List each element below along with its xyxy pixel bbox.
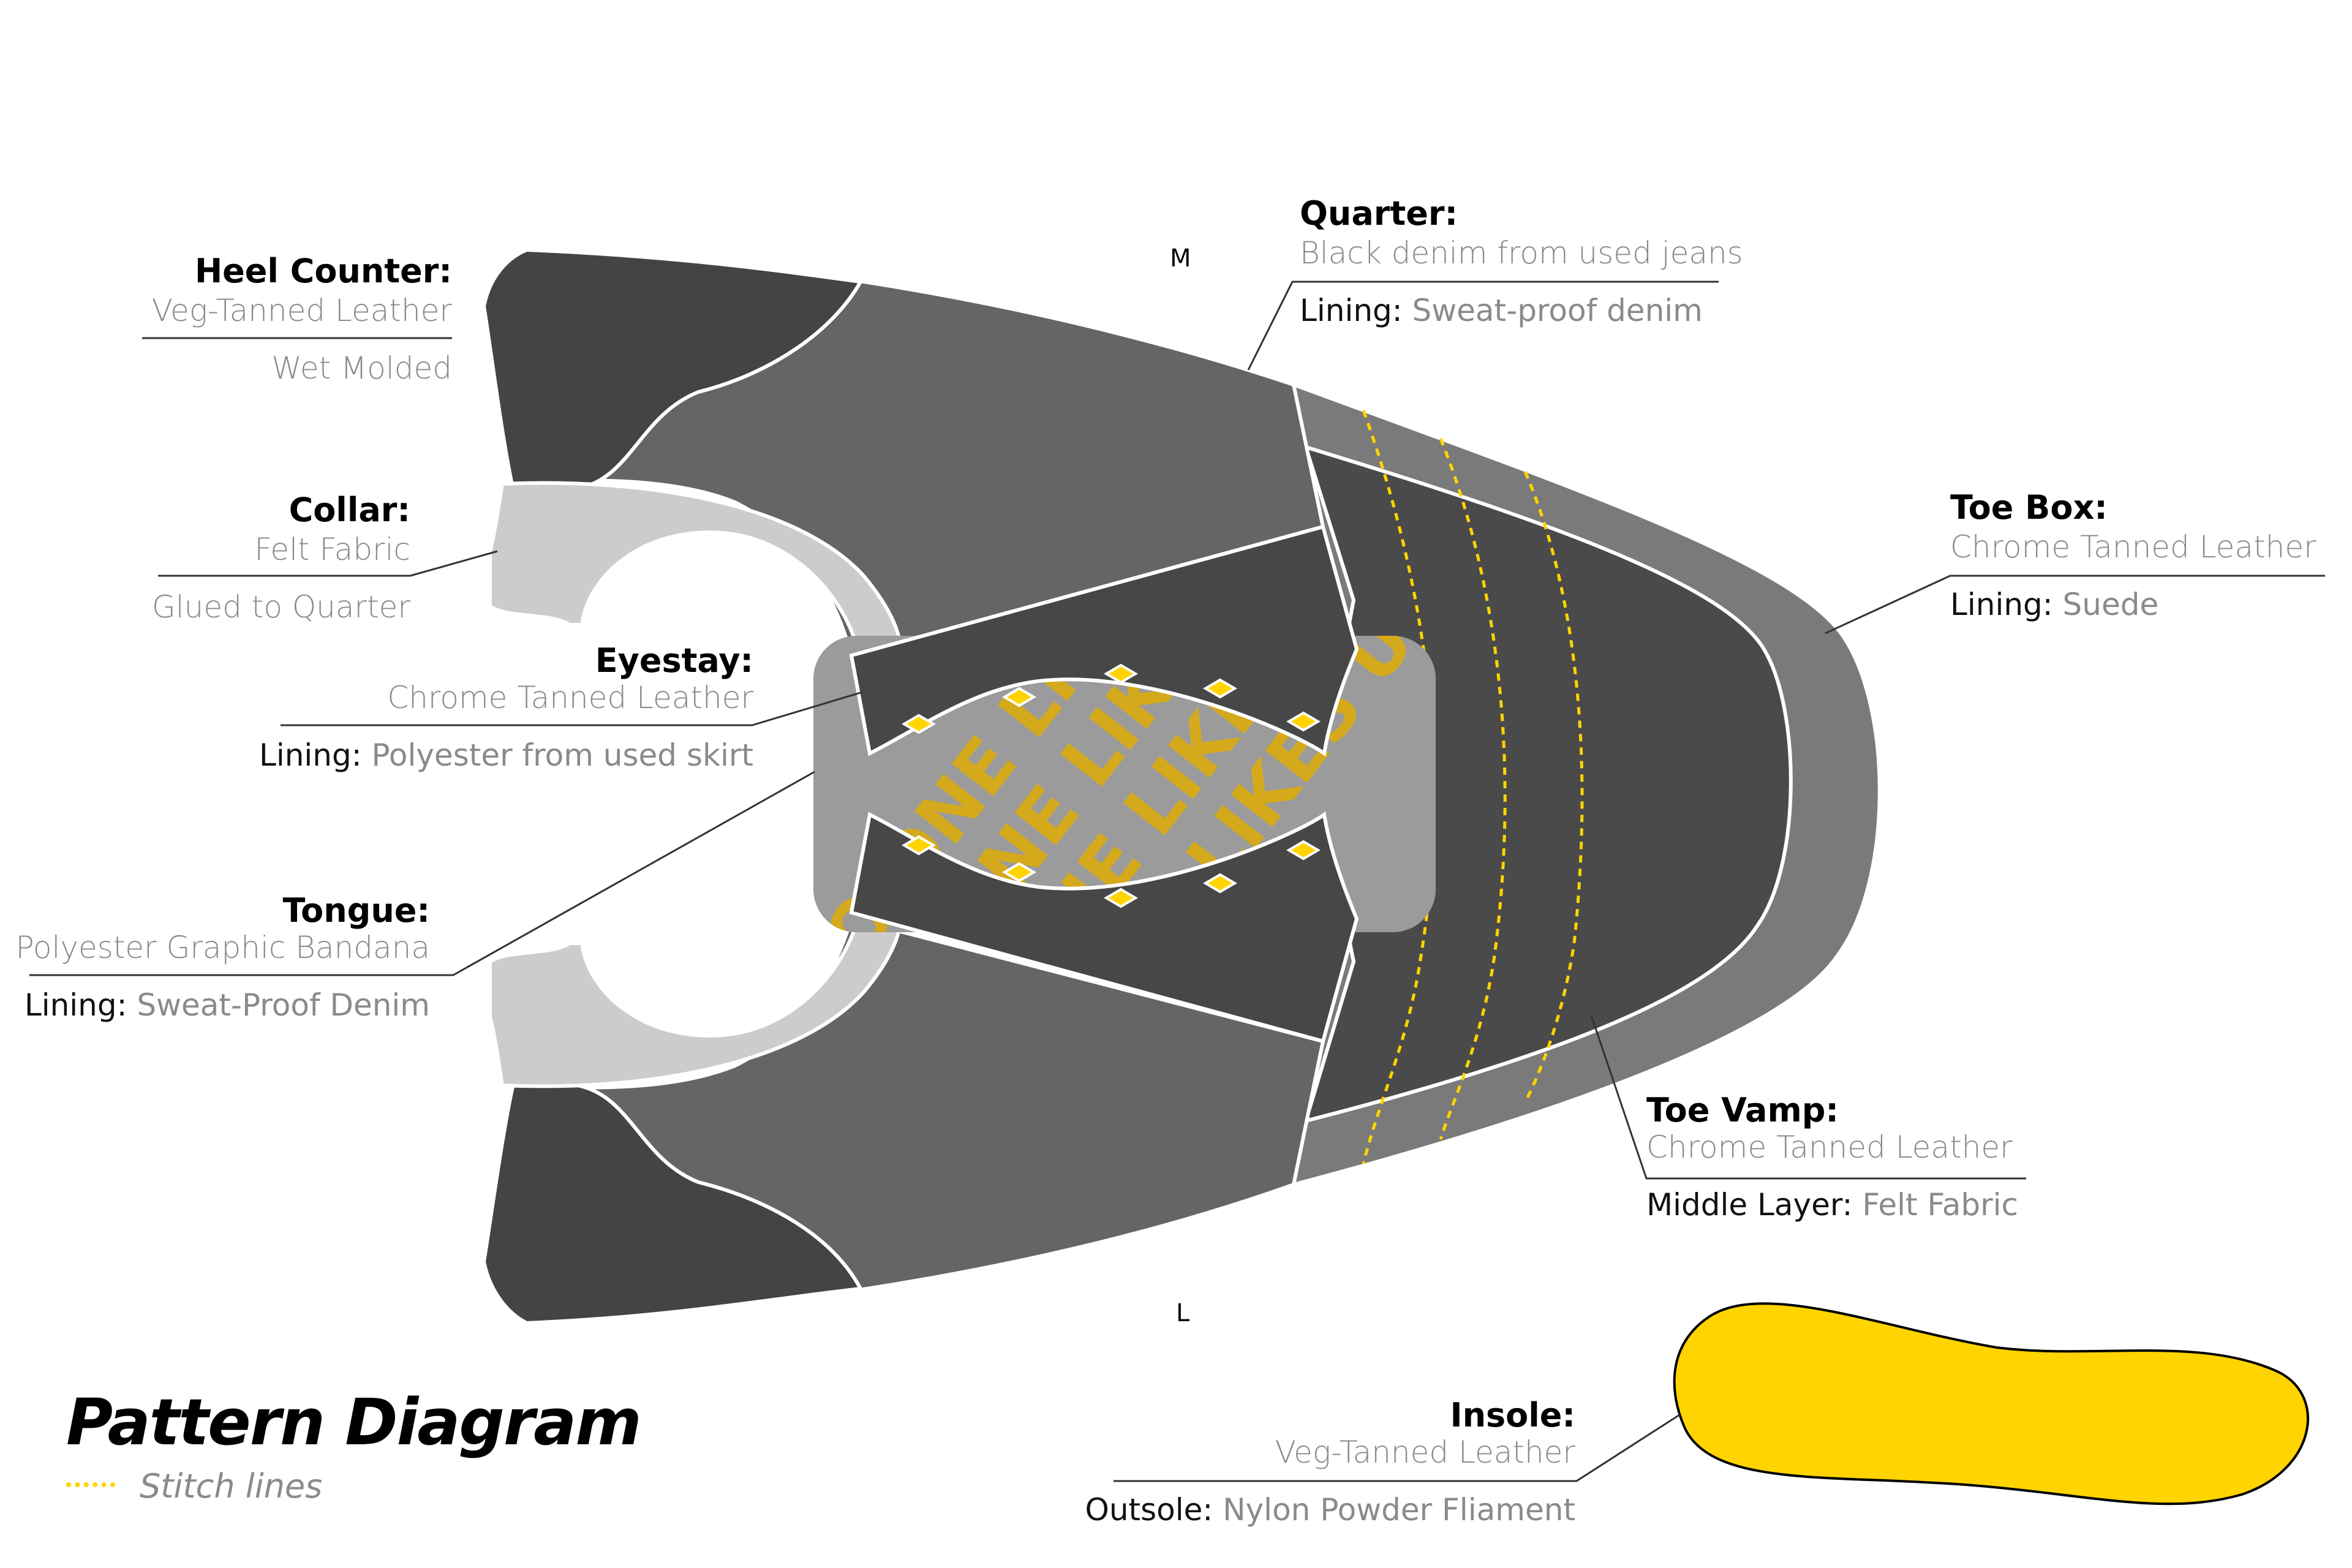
leader-lines	[29, 281, 2325, 1482]
eyestay-material: Chrome Tanned Leather	[387, 680, 753, 715]
toe-vamp-material: Chrome Tanned Leather	[1646, 1129, 2013, 1165]
legend: Stitch lines	[66, 1470, 322, 1503]
quarter-material: Black denim from used jeans	[1300, 235, 1743, 271]
eyestay-piece-lateral	[849, 811, 1359, 1044]
eyestay-lining: Lining: Polyester from used skirt	[259, 740, 753, 771]
toe-box-material: Chrome Tanned Leather	[1950, 529, 2316, 565]
quarter-lining: Lining: Sweat-proof denim	[1300, 295, 1703, 326]
toe-vamp-layer-value: Felt Fabric	[1862, 1187, 2019, 1223]
collar-material: Felt Fabric	[254, 532, 410, 567]
insole-outsole-key: Outsole:	[1085, 1492, 1213, 1528]
tongue-lining: Lining: Sweat-Proof Denim	[24, 990, 430, 1020]
eyelets	[902, 663, 1321, 908]
toe-box-lining-key: Lining:	[1950, 587, 2053, 622]
collar-piece-lower	[488, 917, 903, 1088]
eyestay-lining-value: Polyester from used skirt	[371, 737, 753, 773]
collar-piece	[488, 481, 903, 651]
eyestay-lining-key: Lining:	[258, 737, 362, 773]
heel-counter-material: Veg-Tanned Leather	[151, 293, 452, 328]
legend-stitch-label: Stitch lines	[140, 1467, 323, 1506]
insole-outsole: Outsole: Nylon Powder Fliament	[1085, 1494, 1575, 1525]
tongue-lining-key: Lining:	[24, 987, 127, 1023]
eyestay-title: Eyestay:	[595, 641, 753, 680]
tongue-lining-value: Sweat-Proof Denim	[137, 987, 430, 1023]
medial-marker: M	[1170, 244, 1191, 273]
insole-material: Veg-Tanned Leather	[1275, 1434, 1575, 1470]
eyestay-piece-medial	[849, 524, 1359, 757]
toe-box-lining: Lining: Suede	[1950, 589, 2158, 620]
toe-box-title: Toe Box:	[1950, 488, 2108, 527]
insole-outsole-value: Nylon Powder Fliament	[1223, 1492, 1575, 1528]
insole-title: Insole:	[1450, 1396, 1575, 1434]
diagram-title: Pattern Diagram	[66, 1385, 642, 1460]
toe-vamp-middle-layer: Middle Layer: Felt Fabric	[1646, 1189, 2018, 1220]
stitch-line-swatch	[66, 1482, 115, 1488]
heel-counter-medial	[481, 247, 864, 492]
insole-piece	[1673, 1302, 2309, 1506]
collar-title: Collar:	[288, 491, 410, 529]
tongue-material: Polyester Graphic Bandana	[15, 930, 431, 965]
lateral-marker: L	[1176, 1299, 1190, 1327]
heel-counter-title: Heel Counter:	[194, 252, 452, 290]
quarter-lining-key: Lining:	[1300, 293, 1403, 328]
toe-vamp-title: Toe Vamp:	[1646, 1091, 1839, 1129]
toe-box-lining-value: Suede	[2062, 587, 2159, 622]
heel-counter-lateral	[481, 1082, 864, 1325]
heel-counter-note: Wet Molded	[271, 350, 452, 386]
toe-vamp-layer-key: Middle Layer:	[1646, 1187, 1853, 1223]
quarter-title: Quarter:	[1300, 194, 1458, 233]
tongue-title: Tongue:	[282, 891, 430, 930]
collar-note: Glued to Quarter	[152, 589, 410, 625]
quarter-lining-value: Sweat-proof denim	[1412, 293, 1703, 328]
